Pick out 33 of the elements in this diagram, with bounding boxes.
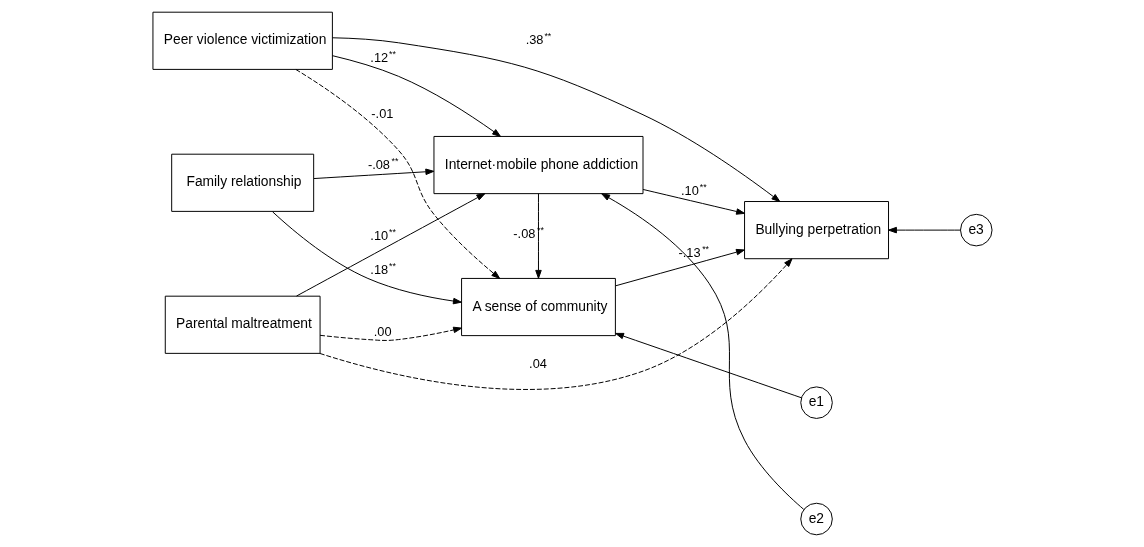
node-box: Bullying perpetration: [743, 201, 889, 260]
edge-label: .00: [373, 324, 392, 340]
edge-label: .12$^{**}$: [369, 48, 396, 65]
arrow: [614, 248, 745, 287]
arrow: [331, 55, 501, 137]
node-box: Internet·mobile phone addiction: [432, 135, 643, 195]
node-circle: e2: [799, 502, 833, 536]
arrow: [600, 193, 804, 510]
edge-label: .10$^{**}$: [369, 227, 396, 244]
arrow: [271, 211, 462, 305]
arrow: [295, 193, 485, 297]
node-circle: e1: [799, 386, 833, 419]
arrow: [313, 168, 434, 180]
edge-label: .10$^{**}$: [680, 182, 707, 199]
edge-label: .18$^{**}$: [369, 260, 396, 277]
arrow: [887, 226, 961, 234]
edge-label: -.08$^{**}$: [367, 156, 398, 173]
edge-label: -.01: [370, 106, 393, 122]
node-box: A sense of community: [460, 277, 616, 337]
arrow: [642, 188, 745, 215]
edge-label: .38$^{**}$: [525, 31, 551, 48]
edge-label: -.08$^{**}$: [512, 225, 544, 242]
arrow: [319, 326, 462, 341]
node-circle: e3: [959, 213, 993, 247]
arrow: [534, 193, 542, 279]
node-box: Peer violence victimization: [151, 11, 333, 70]
arrow: [614, 332, 802, 399]
node-box: Parental maltreatment: [164, 295, 321, 354]
node-box: Family relationship: [170, 153, 314, 212]
arrow: [331, 37, 780, 202]
arrow: [318, 258, 792, 390]
arrow: [294, 69, 500, 279]
edge-label: .04: [528, 355, 547, 371]
